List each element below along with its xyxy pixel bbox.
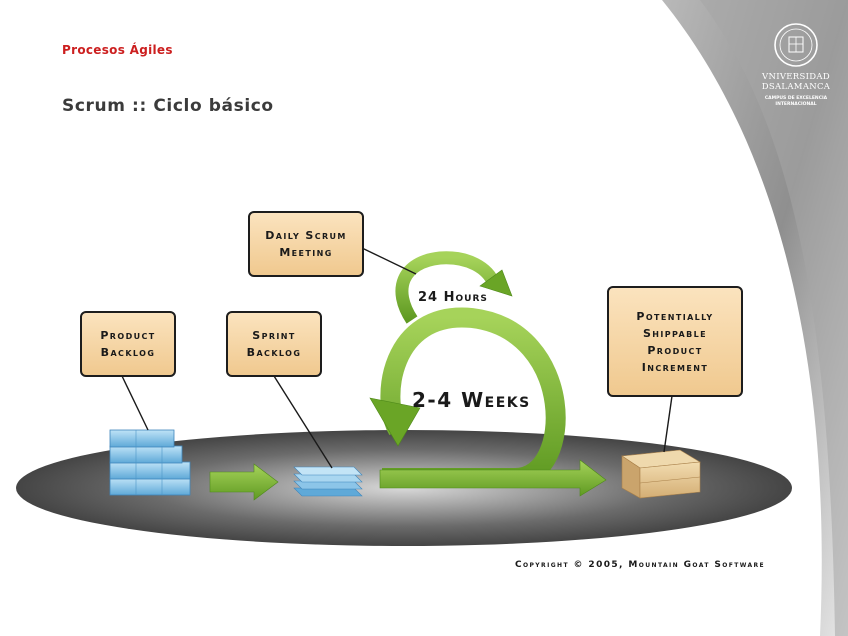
- section-title: Procesos Ágiles: [62, 43, 173, 57]
- sprint-backlog-stack-icon: [293, 466, 363, 497]
- daily-loop-arrow: [395, 251, 501, 324]
- increment-boxes-icon: [621, 449, 701, 499]
- product-backlog-label: Product Backlog: [100, 329, 156, 359]
- daily-loop-arrowhead: [479, 269, 513, 297]
- sprint-loop-arrowhead: [369, 397, 421, 447]
- university-seal-icon: [774, 23, 818, 67]
- daily-cycle-label: 24 Hours: [418, 290, 488, 305]
- increment-label: Potentially Shippable Product Increment: [636, 309, 714, 374]
- arrow-to-increment: [379, 459, 607, 497]
- sprint-backlog-label: Sprint Backlog: [246, 329, 302, 359]
- university-name-2: DSALAMANCA: [761, 82, 831, 92]
- connector-sprint-backlog: [273, 375, 333, 469]
- product-backlog-stack-icon: [109, 429, 191, 496]
- connector-product-backlog: [121, 375, 149, 431]
- sprint-loop-arrow: [380, 307, 566, 488]
- daily-scrum-box: Daily Scrum Meeting: [248, 211, 364, 277]
- sprint-backlog-box: Sprint Backlog: [226, 311, 322, 377]
- university-name-1: VNIVERSIDAD: [762, 72, 830, 82]
- university-sub-2: INTERNACIONAL: [775, 102, 817, 107]
- daily-scrum-label: Daily Scrum Meeting: [265, 229, 347, 259]
- slide-title: Scrum :: Ciclo básico: [62, 96, 274, 116]
- increment-box: Potentially Shippable Product Increment: [607, 286, 743, 397]
- arrow-to-sprint-backlog: [209, 463, 279, 501]
- university-sub-1: CAMPUS DE EXCELENCIA: [764, 96, 828, 101]
- connector-increment: [663, 395, 673, 453]
- product-backlog-box: Product Backlog: [80, 311, 176, 377]
- connector-daily-scrum: [361, 247, 417, 275]
- university-logo: VNIVERSIDAD DSALAMANCA CAMPUS DE EXCELEN…: [758, 72, 834, 108]
- corner-highlight: [700, 0, 848, 636]
- copyright-notice: Copyright © 2005, Mountain Goat Software: [515, 560, 766, 570]
- sprint-cycle-label: 2-4 Weeks: [412, 388, 531, 412]
